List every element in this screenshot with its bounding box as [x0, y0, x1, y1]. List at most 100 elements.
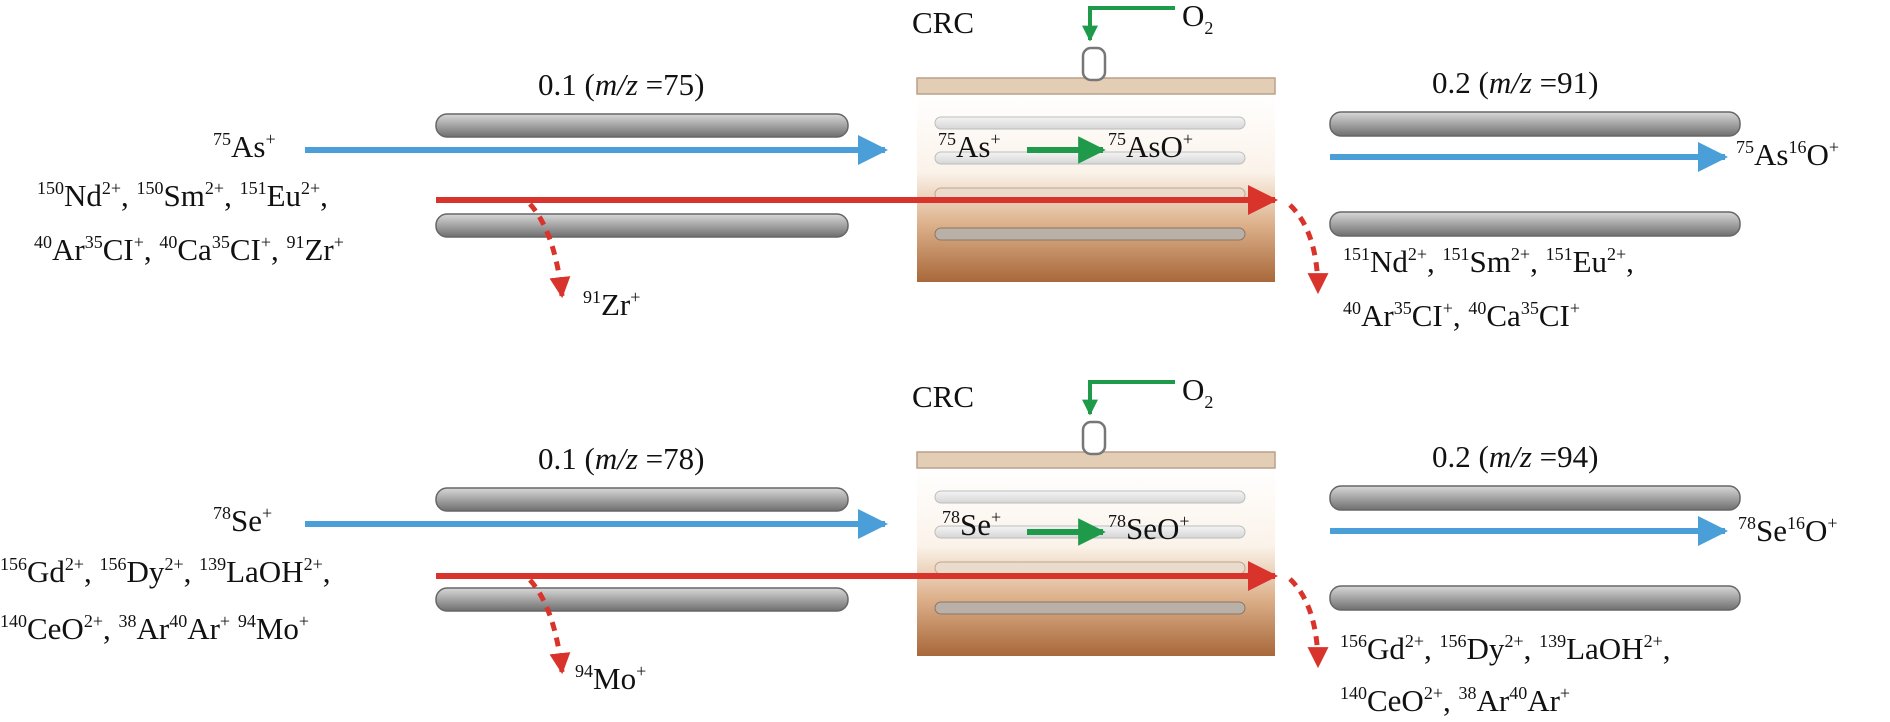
ion-label-fragment: 35: [211, 232, 230, 252]
o2-feed-line: [1082, 6, 1175, 42]
ion-label-fragment: 151: [1343, 244, 1370, 264]
ion-label-fragment: 2+: [164, 554, 184, 574]
ion-label-fragment: O: [1805, 513, 1828, 548]
ion-label-fragment: ,: [84, 554, 100, 589]
ion-label-fragment: ,: [322, 554, 331, 589]
ion-label-fragment: CeO: [27, 611, 84, 646]
ion-label-fragment: 156: [1439, 631, 1467, 651]
ion-label-fragment: +: [1827, 513, 1838, 533]
ion-label-fragment: +: [265, 129, 276, 149]
ion-label-fragment: 151: [1545, 244, 1573, 264]
ion-label-fragment: Ar: [187, 611, 220, 646]
ion-label-fragment: Nd: [1370, 244, 1408, 279]
ion-label-fragment: Zr: [601, 287, 631, 322]
q1-reject-arrow: [528, 578, 571, 675]
ion-label-fragment: ,: [1523, 631, 1540, 666]
gas-label: O2: [1182, 372, 1213, 413]
panel-se: [305, 380, 1741, 675]
ion-label-fragment: Ar: [1476, 683, 1510, 718]
cell-product-label: 78SeO+: [1108, 511, 1190, 550]
ion-label-fragment: +: [298, 611, 310, 631]
crc-rod-1: [934, 490, 1246, 504]
ion-label-fragment: +: [630, 287, 641, 307]
ion-label-fragment: ,: [121, 178, 137, 213]
ion-label-fragment: 40: [34, 232, 52, 252]
panel-as: [305, 6, 1741, 299]
ion-label-fragment: Dy: [1466, 631, 1505, 666]
q1-rod-top: [435, 487, 849, 512]
ion-label-fragment: 38: [118, 611, 137, 631]
ion-label-fragment: 40: [159, 232, 178, 252]
ion-label-fragment: Se: [1756, 513, 1787, 548]
analyte-label: 78Se+: [213, 503, 272, 542]
gas-subscript: 2: [1204, 18, 1214, 38]
q2-label: 0.2 (m/z =94): [1432, 440, 1598, 474]
ion-label-fragment: 40: [1468, 298, 1487, 318]
ion-label-fragment: ,: [143, 232, 160, 267]
ion-label-fragment: ,: [1530, 244, 1546, 279]
ion-label-fragment: 75: [1736, 137, 1754, 157]
ion-label-fragment: 156: [99, 554, 127, 574]
q2-label-mz: m/z: [1488, 65, 1532, 100]
q1-label-prefix: 0.1 (: [538, 67, 595, 102]
ion-label-fragment: ,: [1424, 631, 1440, 666]
ion-label-fragment: ,: [183, 554, 200, 589]
crc-gas-inlet: [1081, 420, 1107, 456]
q2-label-prefix: 0.2 (: [1432, 65, 1489, 100]
interferences-in-line-2: 140CeO2+, 38Ar40Ar+ 94Mo+: [0, 611, 310, 650]
ion-label-fragment: Se: [231, 503, 262, 538]
ion-label-fragment: 35: [84, 232, 103, 252]
ion-label-fragment: As: [956, 129, 991, 164]
q1-rod-bottom: [435, 213, 849, 238]
q1-label-mz: m/z: [594, 441, 638, 476]
ion-label-fragment: +: [260, 232, 271, 252]
ion-label-fragment: LaOH: [1566, 631, 1644, 666]
ion-label-fragment: Ar: [136, 611, 170, 646]
ion-label-fragment: 75: [938, 129, 956, 149]
ion-label-fragment: Ar: [52, 232, 85, 267]
ion-label-fragment: 38: [1458, 683, 1477, 703]
q2-label-value: =91): [1531, 65, 1599, 100]
q1-label-prefix: 0.1 (: [538, 441, 595, 476]
gas-symbol: O: [1182, 0, 1205, 33]
ion-label-fragment: +: [990, 129, 1001, 149]
q2-label-prefix: 0.2 (: [1432, 439, 1489, 474]
interferences-out-line-1: 156Gd2+, 156Dy2+, 139LaOH2+,: [1340, 631, 1671, 670]
interferences-out-line-1: 151Nd2+, 151Sm2+, 151Eu2+,: [1343, 244, 1634, 283]
ion-label-fragment: AsO: [1126, 129, 1183, 164]
ion-label-fragment: CI: [229, 232, 261, 267]
ion-label-fragment: 151: [1442, 244, 1470, 264]
gas-symbol: O: [1182, 372, 1205, 407]
ion-label-fragment: 2+: [1504, 631, 1524, 651]
ion-label-fragment: Gd: [1367, 631, 1405, 666]
q1-label-mz: m/z: [594, 67, 638, 102]
ion-label-fragment: 91: [583, 287, 601, 307]
q2-label-value: =94): [1531, 439, 1599, 474]
cell-product-label: 75AsO+: [1108, 129, 1193, 168]
ion-label-fragment: 140: [1340, 683, 1367, 703]
cell-reactant-label: 75As+: [938, 129, 1001, 168]
o2-feed-line: [1082, 380, 1175, 416]
ion-label-fragment: 91: [286, 232, 305, 252]
ion-label-fragment: 78: [213, 503, 231, 523]
ion-label-fragment: 78: [1108, 511, 1126, 531]
ion-label-fragment: 2+: [303, 554, 323, 574]
ion-label-fragment: 2+: [1423, 683, 1443, 703]
ion-label-fragment: +: [991, 507, 1002, 527]
ion-label-fragment: CI: [1538, 298, 1570, 333]
ion-label-fragment: CI: [102, 232, 134, 267]
ion-label-fragment: 75: [213, 129, 231, 149]
ion-label-fragment: +: [1559, 683, 1571, 703]
ion-label-fragment: ,: [1442, 683, 1459, 718]
q1-label: 0.1 (m/z =78): [538, 442, 704, 476]
ion-label-fragment: 150: [37, 178, 64, 198]
ion-label-fragment: 78: [942, 507, 960, 527]
ion-label-fragment: 2+: [83, 611, 103, 631]
ion-label-fragment: 2+: [1404, 631, 1425, 651]
crc-label: CRC: [912, 379, 975, 414]
interferences-in-line-2: 40Ar35CI+, 40Ca35CI+, 91Zr+: [34, 232, 344, 271]
ion-label-fragment: ,: [224, 178, 240, 213]
ion-label-fragment: 140: [0, 611, 27, 631]
ion-label-fragment: ,: [1662, 631, 1671, 666]
ion-label-fragment: 40: [169, 611, 188, 631]
